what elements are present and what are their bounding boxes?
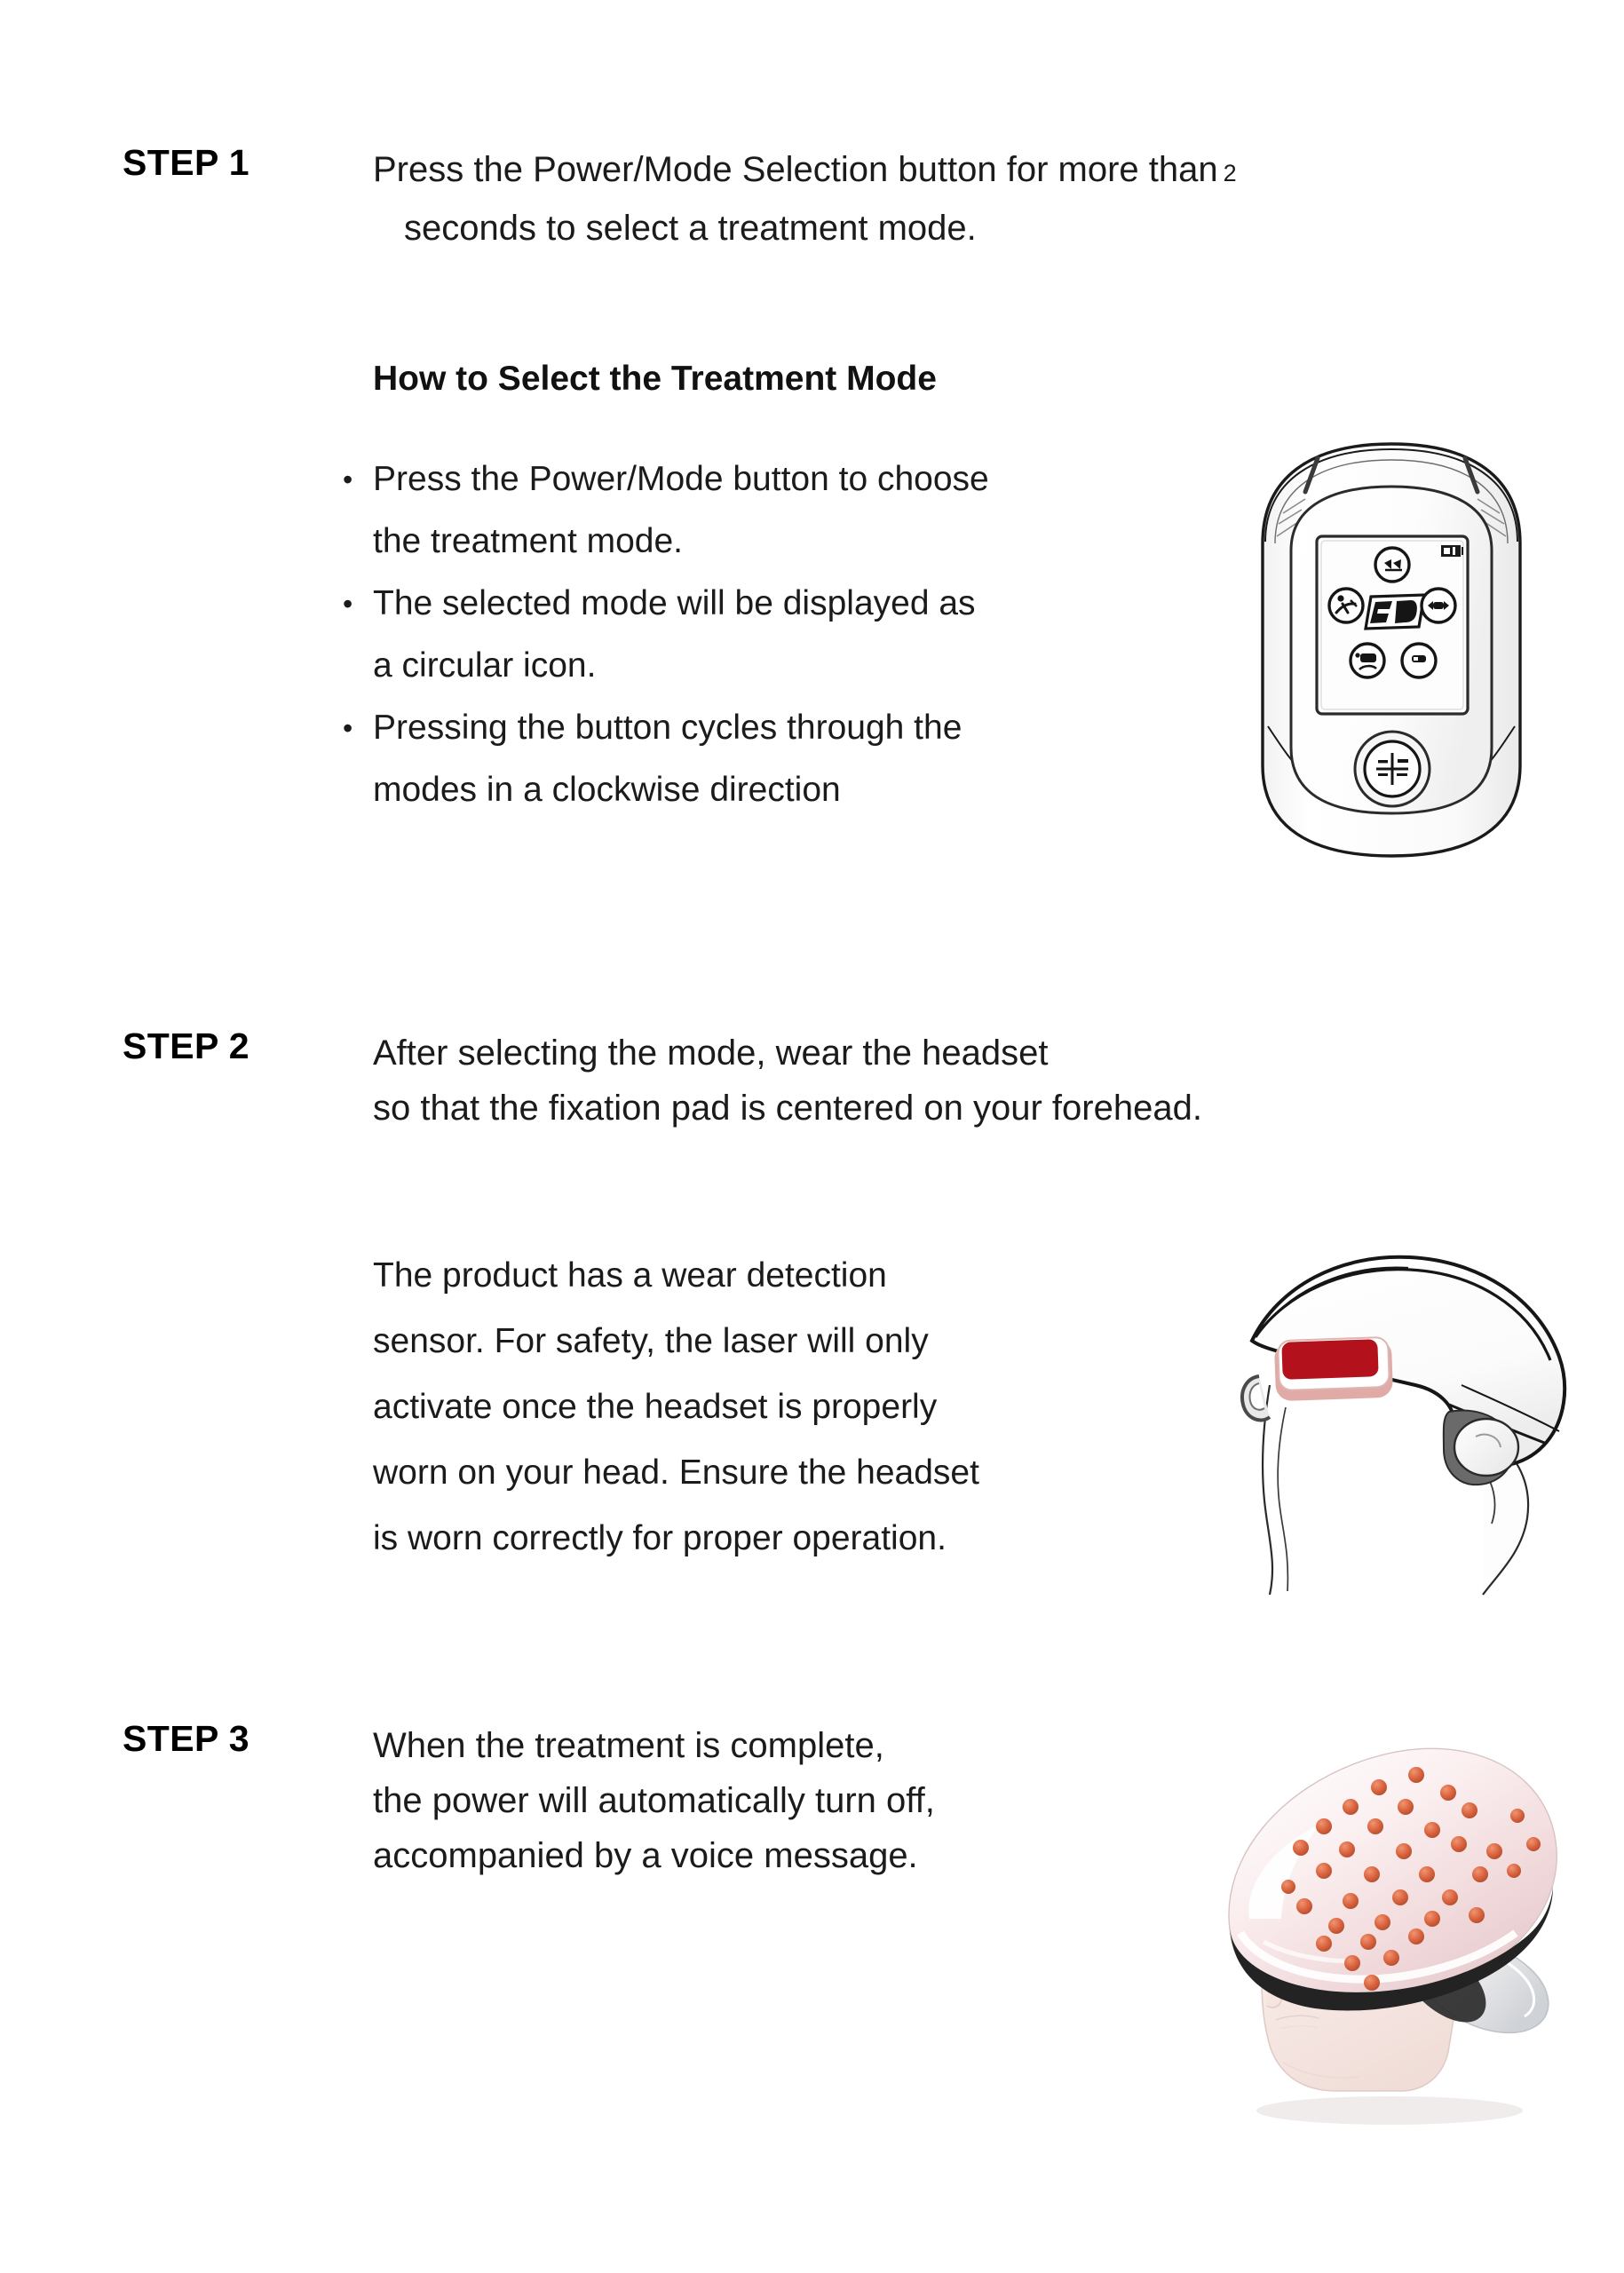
temple-hook [1240,1374,1271,1422]
bullet-line: modes in a clockwise direction [373,771,841,809]
step-3-label: STEP 3 [123,1718,250,1759]
step-1-subheading: How to Select the Treatment Mode [373,360,937,398]
step-1-label: STEP 1 [123,142,250,183]
step-2-paragraph: The product has a wear detection sensor.… [373,1243,1216,1572]
bullet-item: • Press the Power/Mode button to choose … [336,448,1224,573]
laser-diode-dots [1281,1767,1541,1991]
paragraph-line: The product has a wear detection [373,1256,887,1295]
paragraph-line: is worn correctly for proper operation. [373,1519,947,1557]
headset-worn-side-view [1216,1243,1585,1598]
mode-icon-top [1374,546,1411,583]
step-3-lead-line-2: the power will automatically turn off, [373,1781,935,1820]
fixation-pad [1274,1336,1393,1401]
remote-screen [1315,535,1470,716]
drop-shadow [1256,2096,1523,2125]
step-2-lead-line-1: After selecting the mode, wear the heads… [373,1034,1049,1073]
step-1-lead-text-1: Press the Power/Mode Selection button fo… [373,150,1218,189]
step-2-label: STEP 2 [123,1026,250,1066]
mode-icon-right [1420,587,1457,624]
step-1-lead-line-1: Press the Power/Mode Selection button fo… [373,142,1237,201]
step-2-lead: After selecting the mode, wear the heads… [373,1026,1208,1136]
power-mode-button[interactable] [1353,730,1431,808]
bullet-item: • Pressing the button cycles through the… [336,697,1224,821]
bullet-line: The selected mode will be displayed as [373,584,976,622]
paragraph-line: activate once the headset is properly [373,1388,938,1426]
bullet-line: a circular icon. [373,646,597,685]
headset-shell [1249,1255,1567,1469]
step-1-lead-line-2: seconds to select a treatment mode. [404,209,977,248]
mode-center-logo [1364,593,1426,630]
bullet-marker-icon: • [343,588,353,620]
step-1-lead: Press the Power/Mode Selection button fo… [373,142,1237,256]
bullet-line: Pressing the button cycles through the [373,709,963,747]
laser-helmet-render [1194,1709,1603,2126]
step-1-bullet-list: • Press the Power/Mode button to choose … [336,448,1224,821]
bullet-marker-icon: • [343,712,353,744]
ear-cup [1442,1409,1520,1486]
step-3-lead-line-1: When the treatment is complete, [373,1726,884,1765]
step-1-lead-number: 2 [1223,160,1237,186]
paragraph-line: sensor. For safety, the laser will only [373,1322,929,1360]
step-3-lead-line-3: accompanied by a voice message. [373,1836,918,1875]
remote-control-illustration [1236,437,1547,863]
bullet-line: the treatment mode. [373,522,684,560]
bullet-item: • The selected mode will be displayed as… [336,573,1224,697]
step-2-lead-line-2: so that the fixation pad is centered on … [373,1089,1202,1128]
step-3-lead: When the treatment is complete, the powe… [373,1718,1208,1883]
paragraph-line: worn on your head. Ensure the headset [373,1453,979,1492]
mode-icon-left [1327,587,1365,624]
bullet-marker-icon: • [343,463,353,495]
mode-icon-bottom-right [1400,642,1438,679]
battery-icon [1441,545,1463,557]
bullet-line: Press the Power/Mode button to choose [373,460,989,498]
mode-icon-bottom-left [1349,642,1386,679]
